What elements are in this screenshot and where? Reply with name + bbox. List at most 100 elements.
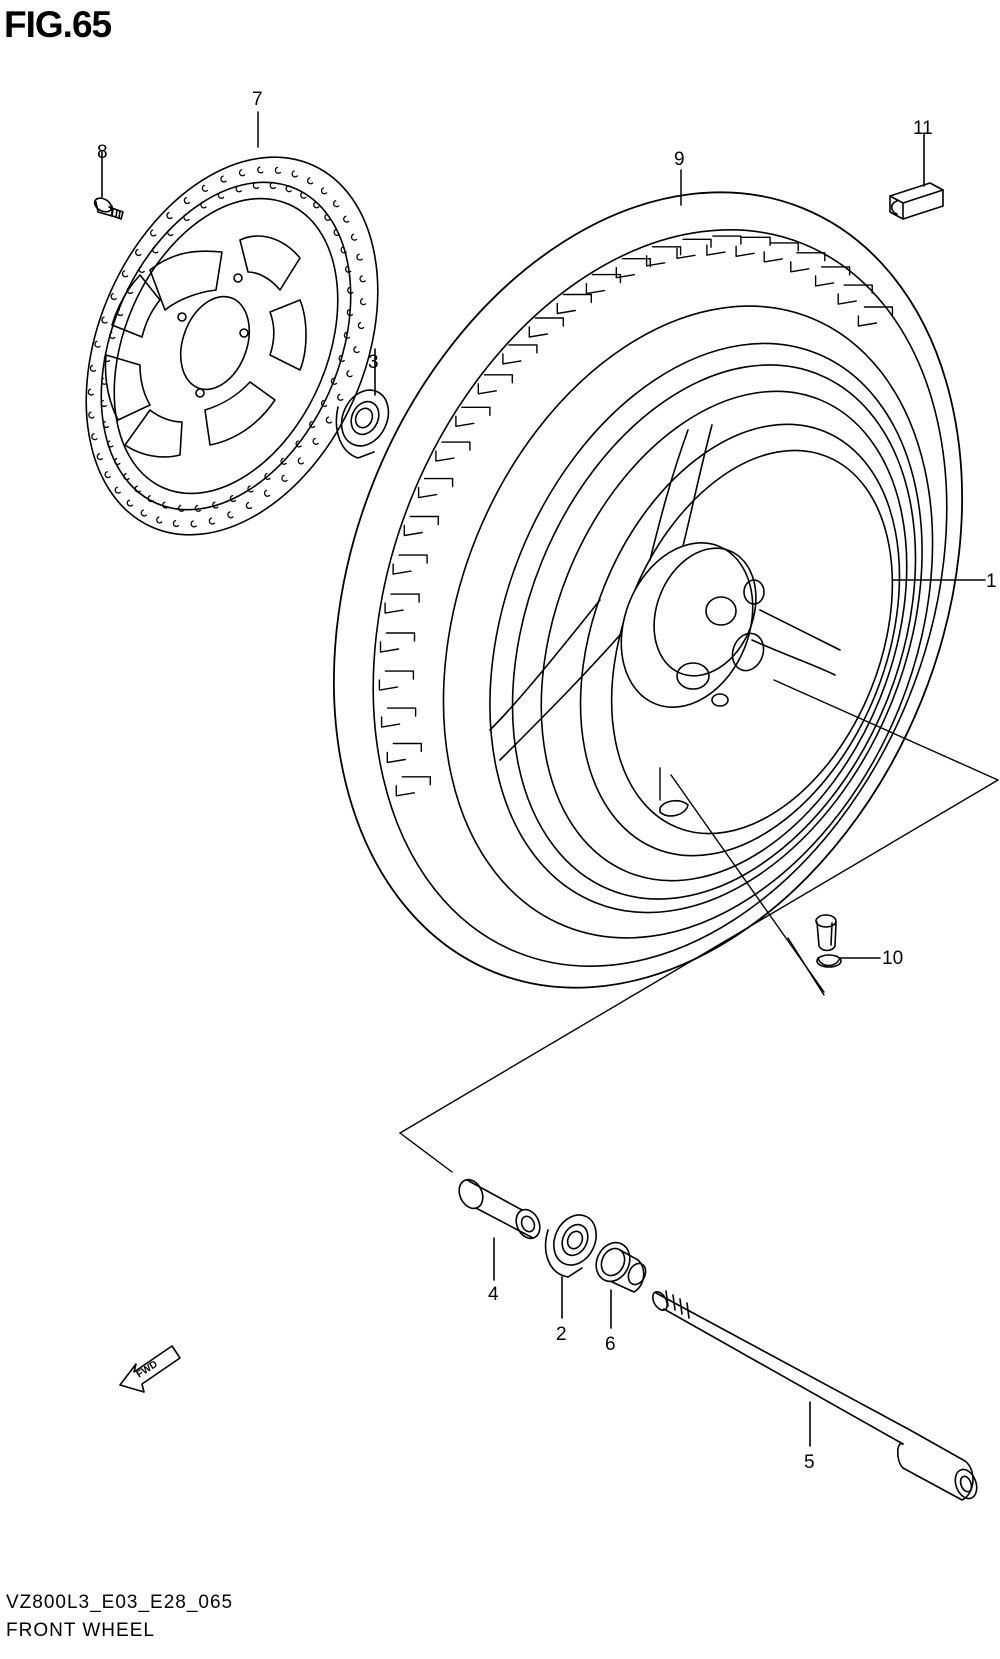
disc-hole (339, 356, 344, 362)
disc-hole (360, 276, 365, 282)
disc-hole (124, 474, 129, 480)
tread-mark (858, 307, 892, 326)
tread-mark (647, 247, 681, 266)
callout-8: 8 (97, 142, 108, 163)
disc-hole (286, 186, 291, 192)
disc-hole (246, 503, 251, 509)
tread-mark (586, 275, 620, 294)
disc-hole (265, 474, 270, 480)
callout-9: 9 (674, 149, 685, 170)
tread-mark (379, 671, 413, 690)
forward-direction-arrow: FWD (120, 1346, 180, 1392)
disc-hole (202, 185, 207, 191)
callout-2: 2 (556, 1324, 567, 1345)
front-wheel-assembly (220, 97, 1000, 1082)
disc-hole (101, 401, 106, 407)
disc-hole (148, 496, 153, 502)
disc-hole (105, 472, 110, 478)
disc-hole (167, 213, 172, 219)
disc-hole (201, 202, 206, 208)
disc-hole (334, 201, 339, 207)
tread-mark (503, 345, 537, 364)
disc-hole (141, 510, 146, 516)
disc-hole (92, 434, 97, 440)
disc-hole (168, 230, 173, 236)
disc-hole (296, 441, 301, 447)
tread-mark (791, 253, 825, 272)
tread-mark (707, 236, 741, 255)
disc-hole (270, 183, 275, 189)
callout-5: 5 (804, 1452, 815, 1473)
disc-hole (314, 202, 319, 208)
disc-hole (344, 332, 349, 338)
disc-hole (127, 500, 132, 506)
axle-part-5 (650, 1289, 981, 1501)
disc-hole (344, 216, 349, 222)
collar-part-6 (590, 1237, 649, 1328)
disc-bolt-part-8 (92, 152, 123, 219)
tread-mark (616, 259, 650, 278)
figure-code: VZ800L3_E03_E28_065 (6, 1592, 234, 1613)
disc-hole (218, 192, 223, 198)
disc-hole (102, 317, 107, 323)
disc-hole (179, 505, 184, 511)
disc-hole (282, 475, 287, 481)
tread-mark (816, 267, 850, 286)
disc-hole (209, 518, 214, 524)
tread-mark (677, 239, 711, 258)
disc-hole (184, 215, 189, 221)
disc-hole (228, 512, 233, 518)
disc-hole (90, 365, 95, 371)
disc-hole (325, 214, 330, 220)
tread-mark (387, 744, 421, 763)
disc-hole (308, 178, 313, 184)
air-valve-part-10 (816, 915, 880, 967)
disc-hole (139, 267, 144, 273)
callout-11: 11 (913, 118, 933, 139)
tread-mark (436, 442, 470, 461)
disc-hole (275, 167, 280, 173)
disc-hole (360, 299, 365, 305)
brake-disc-part-7 (30, 111, 434, 581)
bearing-part-3 (333, 349, 397, 458)
tread-mark (382, 708, 416, 727)
tread-mark (529, 318, 563, 337)
tread-mark (478, 375, 512, 394)
disc-hole (298, 458, 303, 464)
callout-labels: 1 2 3 4 5 6 7 8 9 10 11 (97, 89, 997, 1473)
disc-hole (358, 323, 363, 329)
disc-hole (239, 170, 244, 176)
disc-hole (331, 378, 336, 384)
disc-hole (310, 422, 315, 428)
disc-hole (354, 347, 359, 353)
disc-hole (258, 167, 263, 173)
disc-hole (321, 401, 326, 407)
disc-hole (97, 454, 102, 460)
disc-hole (341, 247, 346, 253)
disc-hole (110, 333, 115, 339)
disc-hole (326, 417, 331, 423)
figure-title: FIG.65 (4, 4, 112, 45)
disc-hole (346, 266, 351, 272)
disc-hole (248, 486, 253, 492)
disc-hole (136, 250, 141, 256)
disc-hole (321, 188, 326, 194)
disc-hole (122, 271, 127, 277)
disc-hole (195, 505, 200, 511)
disc-hole (157, 517, 162, 523)
disc-hole (153, 247, 158, 253)
callout-6: 6 (605, 1334, 616, 1355)
disc-hole (281, 458, 286, 464)
tread-mark (764, 243, 798, 262)
tread-mark (381, 633, 415, 652)
disc-hole (338, 394, 343, 400)
tread-mark (456, 407, 490, 426)
disc-hole (347, 371, 352, 377)
figure-name: FRONT WHEEL (6, 1620, 155, 1641)
disc-hole (301, 192, 306, 198)
disc-hole (163, 502, 168, 508)
disc-hole (348, 287, 353, 293)
disc-hole (357, 254, 362, 260)
disc-hole (264, 490, 269, 496)
